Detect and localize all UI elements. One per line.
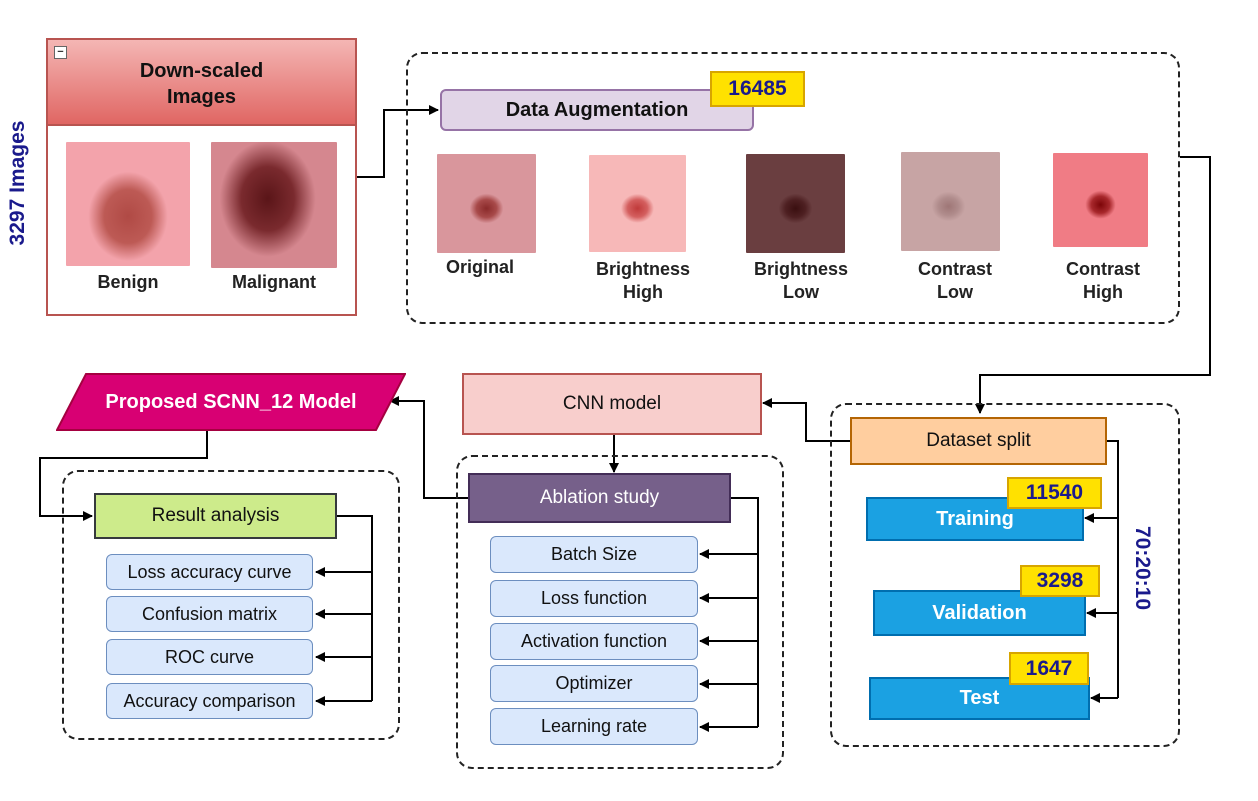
- result-panel: [62, 470, 400, 740]
- arrow-augmentation-to-split: [975, 156, 1211, 414]
- aug-contrast-low-image: [901, 152, 1000, 251]
- ablation-item-batch-size: Batch Size: [490, 536, 698, 573]
- aug-brightness-low-image: [746, 154, 845, 253]
- augmentation-title: Data Augmentation: [440, 89, 754, 131]
- ablation-title: Ablation study: [468, 473, 731, 523]
- result-bracket: [337, 515, 373, 701]
- result-item-loss-accuracy-curve: Loss accuracy curve: [106, 554, 313, 590]
- cnn-model-box: CNN model: [462, 373, 762, 435]
- training-box: Training: [866, 497, 1084, 541]
- dataset-split-panel: [830, 403, 1180, 747]
- result-item-roc-curve: ROC curve: [106, 639, 313, 675]
- ablation-item-optimizer: Optimizer: [490, 665, 698, 702]
- result-title: Result analysis: [94, 493, 337, 539]
- arrow-downscaled-to-augmentation: [357, 105, 439, 178]
- downscaled-images-panel: − Down-scaled Images Benign Malignant: [46, 38, 357, 316]
- result-item-confusion-matrix: Confusion matrix: [106, 596, 313, 632]
- side-label: 3297 Images: [6, 120, 29, 246]
- validation-count-badge: 3298: [1020, 565, 1100, 597]
- ablation-bracket: [731, 497, 759, 727]
- aug-contrast-low-label-1: Contrast: [917, 258, 992, 279]
- augmentation-count-badge: 16485: [710, 71, 805, 107]
- aug-brightness-high-label-2: High: [623, 281, 663, 302]
- proposed-model-label: Proposed SCNN_12 Model: [105, 390, 357, 413]
- aug-brightness-low-label-2: Low: [783, 281, 819, 302]
- benign-image: [66, 142, 190, 266]
- test-count-badge: 1647: [1009, 652, 1089, 685]
- aug-contrast-high-image: [1053, 153, 1148, 247]
- arrow-ablation-to-proposed: [389, 396, 469, 499]
- downscaled-title: Down-scaled Images: [139, 60, 264, 108]
- aug-contrast-high-label-1: Contrast: [1065, 258, 1140, 279]
- validation-box: Validation: [873, 590, 1086, 636]
- result-item-accuracy-comparison: Accuracy comparison: [106, 683, 313, 719]
- ablation-panel: [456, 455, 784, 769]
- benign-label: Benign: [97, 271, 159, 292]
- split-ratio-label: 70:20:10: [1131, 525, 1154, 611]
- aug-contrast-low-label-2: Low: [937, 281, 973, 302]
- training-count-badge: 11540: [1007, 477, 1102, 509]
- arrow-split-to-cnn: [762, 398, 850, 442]
- ablation-item-activation-function: Activation function: [490, 623, 698, 660]
- aug-original-image: [437, 154, 536, 253]
- ablation-item-loss-function: Loss function: [490, 580, 698, 617]
- malignant-label: Malignant: [232, 271, 316, 292]
- aug-brightness-low-label-1: Brightness: [753, 258, 849, 279]
- aug-brightness-high-label-1: Brightness: [595, 258, 691, 279]
- aug-contrast-high-label-2: High: [1083, 281, 1123, 302]
- proposed-model-shape: [56, 373, 406, 431]
- downscaled-header: − Down-scaled Images: [48, 40, 355, 126]
- aug-brightness-high-image: [589, 155, 686, 252]
- arrow-proposed-to-result: [39, 431, 208, 521]
- proposed-model-box: Proposed SCNN_12 Model: [56, 373, 406, 431]
- augmentation-panel: [406, 52, 1180, 324]
- aug-original-label: Original: [445, 256, 514, 277]
- malignant-image: [211, 142, 337, 268]
- dataset-split-title: Dataset split: [850, 417, 1107, 465]
- ablation-item-learning-rate: Learning rate: [490, 708, 698, 745]
- collapse-icon[interactable]: −: [54, 46, 67, 59]
